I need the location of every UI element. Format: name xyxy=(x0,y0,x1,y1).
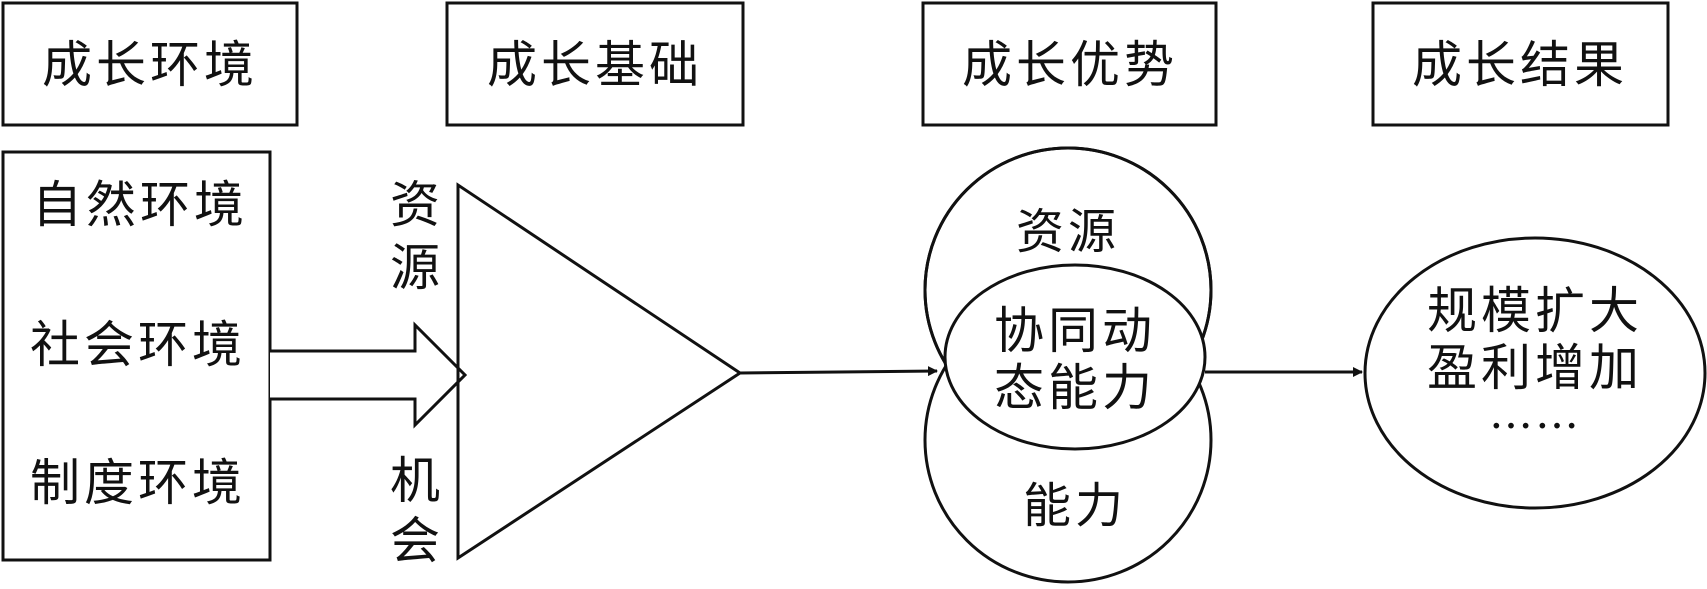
foundation-resource-char-1: 资 xyxy=(390,176,440,234)
advantage-center-line-2: 态能力 xyxy=(994,359,1156,417)
header-environment: 成长环境 xyxy=(1,1,299,127)
arrow-foundation-to-advantage xyxy=(739,366,938,377)
foundation-opportunity-char-1: 机 xyxy=(390,452,440,510)
result-ellipse: 规模扩大 盈利增加 …… xyxy=(1363,236,1707,510)
header-result: 成长结果 xyxy=(1371,1,1670,127)
advantage-bottom-label: 能力 xyxy=(1023,478,1127,534)
header-foundation-label: 成长基础 xyxy=(487,36,703,94)
header-advantage: 成长优势 xyxy=(921,1,1218,127)
header-environment-label: 成长环境 xyxy=(42,36,258,94)
advantage-center-ellipse xyxy=(943,263,1207,451)
advantage-center-line-1: 协同动 xyxy=(994,302,1156,360)
environment-item-social: 社会环境 xyxy=(30,316,246,374)
environment-box: 自然环境 社会环境 制度环境 xyxy=(1,150,272,562)
advantage-cluster: 资源 协同动 态能力 能力 xyxy=(923,146,1213,584)
foundation-opportunity-char-2: 会 xyxy=(390,512,440,570)
result-line-1: 规模扩大 xyxy=(1427,282,1643,340)
result-line-2: 盈利增加 xyxy=(1427,339,1643,397)
advantage-top-label: 资源 xyxy=(1016,204,1120,260)
environment-item-natural: 自然环境 xyxy=(32,176,248,234)
result-line-3: …… xyxy=(1489,388,1581,439)
foundation-resource-char-2: 源 xyxy=(390,239,440,297)
environment-item-institutional: 制度环境 xyxy=(30,454,246,512)
foundation-triangle xyxy=(456,182,743,561)
header-advantage-label: 成长优势 xyxy=(962,36,1178,94)
header-foundation: 成长基础 xyxy=(445,1,745,127)
hollow-arrow xyxy=(270,321,468,429)
header-result-label: 成长结果 xyxy=(1412,36,1628,94)
